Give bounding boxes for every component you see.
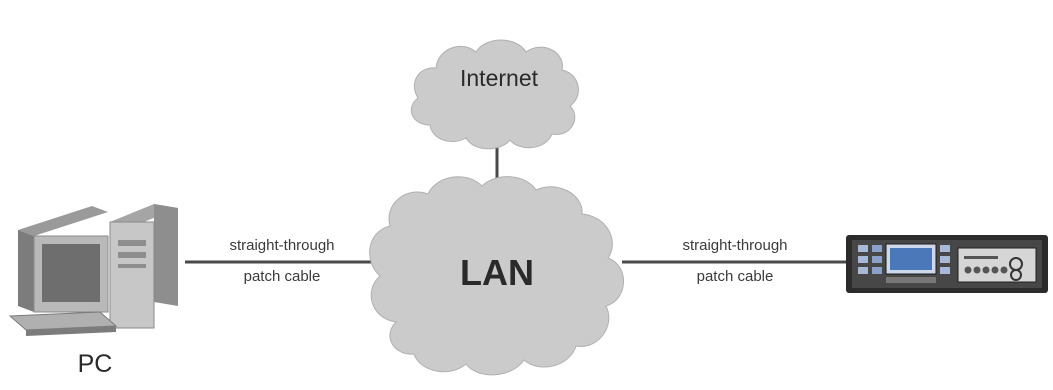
pc-icon [8,204,178,336]
right-cable-label-line2: patch cable [697,268,774,285]
pc-label: PC [78,350,113,378]
internet-cloud [410,39,579,150]
left-cable-label-line2: patch cable [244,268,321,285]
lan-label: LAN [460,252,534,293]
appliance-icon [846,235,1048,293]
internet-label: Internet [460,65,539,91]
lan-cloud [369,176,624,376]
right-cable-label-line1: straight-through [682,237,787,254]
left-cable-label-line1: straight-through [229,237,334,254]
